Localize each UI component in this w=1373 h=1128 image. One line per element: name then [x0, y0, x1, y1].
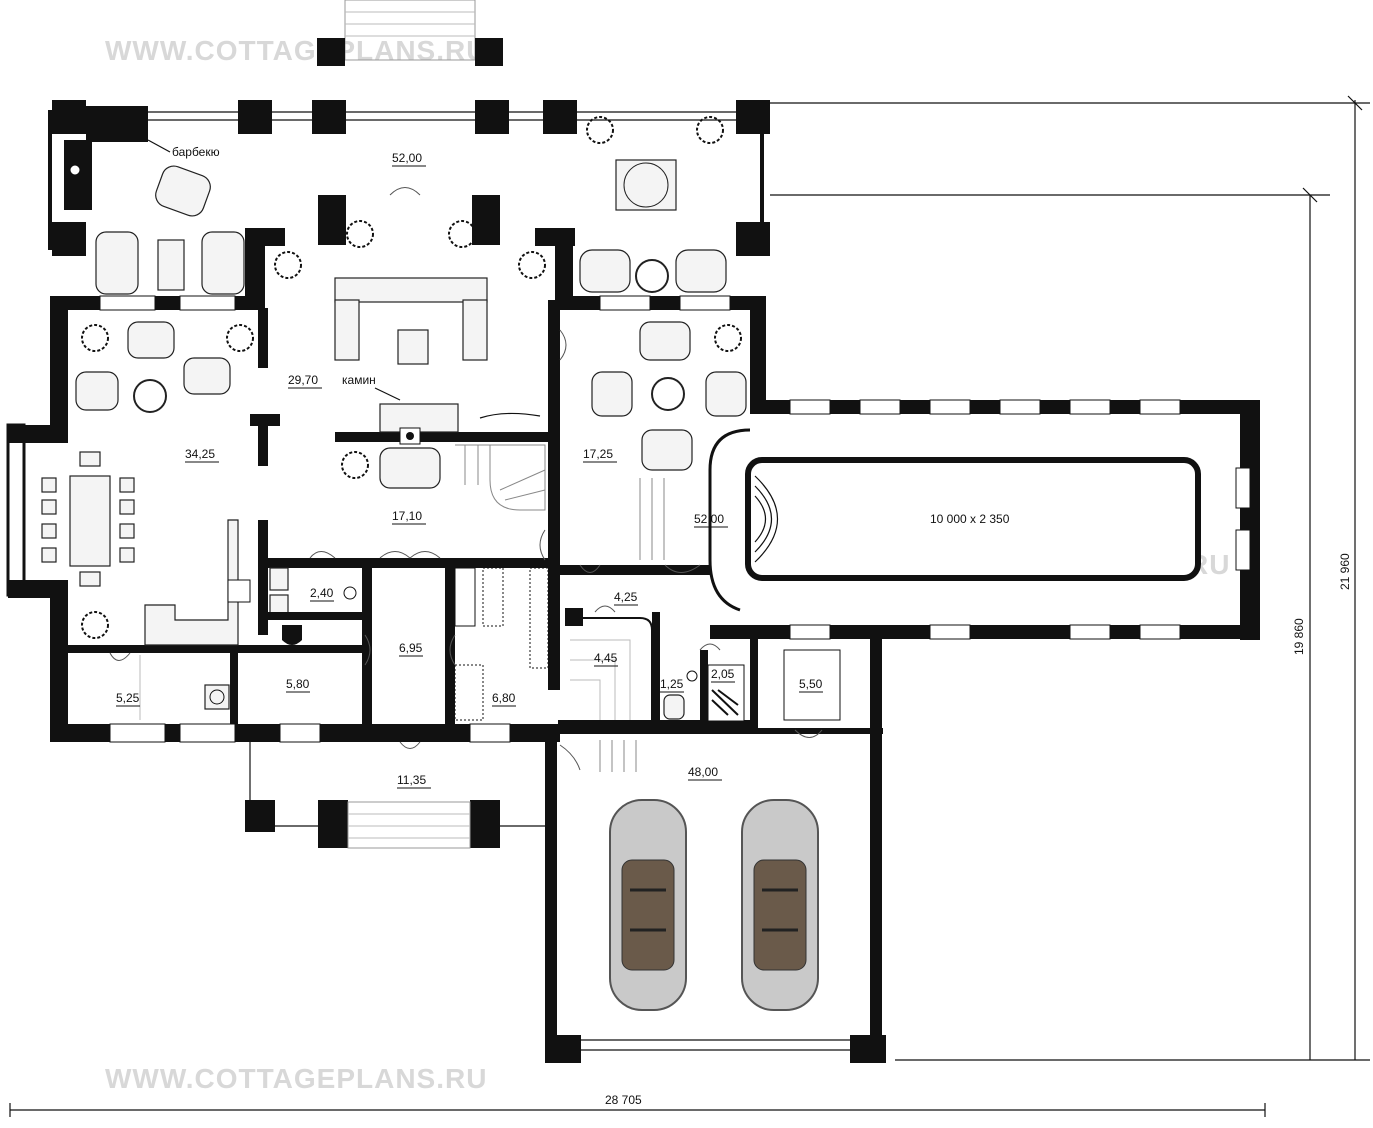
pool-wing-walls — [708, 399, 1260, 640]
room-bath-small-area: 1,25 — [660, 677, 684, 691]
door-swings — [109, 187, 823, 771]
staircase — [455, 444, 546, 511]
room-terrace-top-area: 52,00 — [392, 151, 422, 165]
room-storage-area: 5,50 — [799, 677, 823, 691]
dimension-height-outer: 21 960 — [1338, 553, 1352, 590]
terrace-top — [48, 100, 770, 256]
living-furniture — [334, 277, 541, 489]
porch — [245, 742, 545, 849]
room-shower-hall-area: 4,25 — [614, 590, 638, 604]
main-walls — [6, 195, 766, 742]
room-hall-area: 17,10 — [392, 509, 422, 523]
room-boiler-area: 5,80 — [286, 677, 310, 691]
room-lounge-right-area: 17,25 — [583, 447, 613, 461]
garage — [545, 728, 886, 1063]
dimension-height-inner: 19 860 — [1292, 618, 1306, 655]
room-laundry-area: 5,25 — [116, 691, 140, 705]
plant-icons — [81, 116, 742, 639]
room-garage-area: 48,00 — [688, 765, 718, 779]
dining-furniture — [41, 321, 251, 646]
room-wc-area: 2,40 — [310, 586, 334, 600]
wc-dressing — [258, 567, 549, 721]
lounge-right-furniture — [591, 321, 751, 471]
terrace-furniture — [95, 159, 727, 295]
room-porch-area: 11,35 — [397, 773, 426, 787]
dimension-lines — [9, 95, 1370, 1117]
room-dressing-area: 6,80 — [492, 691, 516, 705]
room-sauna-area: 4,45 — [594, 651, 618, 665]
watermark-bottom: WWW.COTTAGEPLANS.RU — [105, 1063, 487, 1094]
car-icon — [741, 799, 819, 1011]
bbq-label: барбекю — [172, 145, 220, 159]
wet-rooms — [558, 565, 882, 1055]
room-living-area: 29,70 — [288, 373, 318, 387]
room-pool-hall-area: 52,00 — [694, 512, 724, 526]
dimension-width: 28 705 — [605, 1093, 642, 1107]
windows — [99, 295, 731, 743]
fireplace-label: камин — [342, 373, 376, 387]
watermark-top: WWW.COTTAGEPLANS.RU — [105, 35, 487, 66]
top-steps — [317, 0, 503, 66]
room-shower-area: 2,05 — [711, 667, 735, 681]
pool-stairs — [639, 478, 665, 560]
room-dining-area: 34,25 — [185, 447, 215, 461]
pool — [745, 457, 1201, 581]
room-vestibule-area: 6,95 — [399, 641, 423, 655]
laundry-boiler — [139, 655, 230, 720]
pool-size-label: 10 000 x 2 350 — [930, 512, 1010, 526]
car-icon — [609, 799, 687, 1011]
